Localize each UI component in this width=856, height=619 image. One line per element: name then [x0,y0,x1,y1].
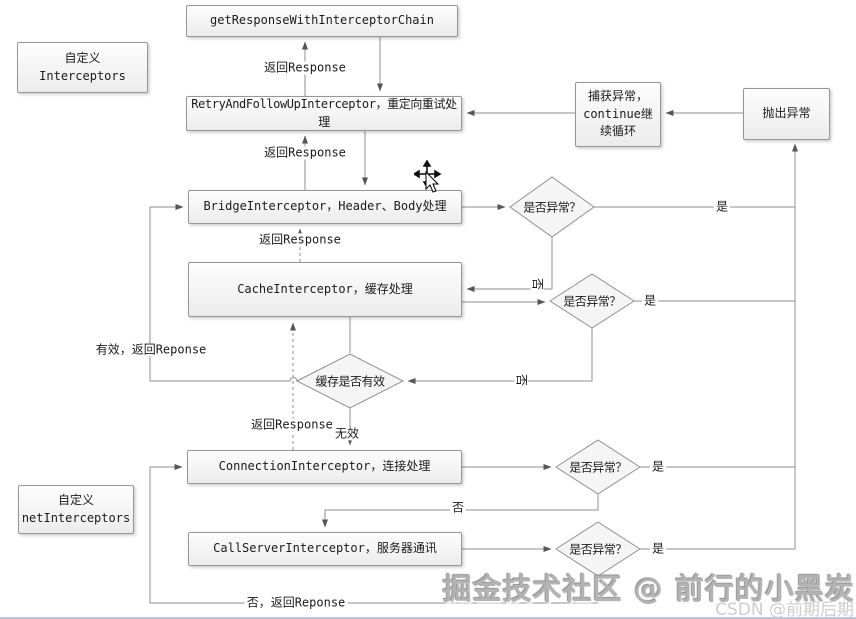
node-bridge-interceptor[interactable]: BridgeInterceptor，Header、Body处理 [188,190,462,224]
edge-label-no-2: 否 [514,371,529,389]
decision-after-callserver-label: 是否异常？ [569,542,627,557]
node-catch-exception-continue-loop[interactable]: 捕获异常， continue继 续循环 [575,82,661,147]
edge-label-yes-3: 是 [649,459,667,474]
edge-label-return-response-2: 返回Response [262,145,348,160]
decision-after-connection-label: 是否异常？ [569,460,627,475]
decision-after-bridge-shape [509,176,595,238]
pointer-arrow-icon [425,170,440,193]
edge-label-yes-1: 是 [713,199,731,214]
decision-after-callserver-shape [555,521,641,577]
move-cursor-icon[interactable] [414,160,444,200]
edge-label-yes-4: 是 [649,541,667,556]
node-get-response-with-interceptor-chain[interactable]: getResponseWithInterceptorChain [186,5,458,37]
watermark-juejin: 掘金技术社区 @ 前行的小黑炭 [442,572,855,606]
edge-label-no-return-response: 否，返回Reponse [244,595,348,610]
decision-after-cache-shape [549,273,635,329]
edge-label-return-response-3: 返回Response [257,232,343,247]
decision-after-bridge-label: 是否异常？ [523,200,581,215]
decision-cache-valid-label: 缓存是否有效 [315,374,385,389]
edge-label-yes-2: 是 [641,293,659,308]
edge-label-no-3: 否 [449,500,467,515]
node-retry-and-followup-interceptor[interactable]: RetryAndFollowUpInterceptor，重定向重试处理 [186,96,462,131]
node-custom-interceptors[interactable]: 自定义Interceptors [17,42,148,93]
edge-label-return-response-1: 返回Response [262,60,348,75]
bottom-blue-strip [0,617,856,619]
edge-label-valid-return-response: 有效，返回Reponse [93,342,209,357]
node-connection-interceptor[interactable]: ConnectionInterceptor，连接处理 [187,450,462,484]
edge-label-return-response-4: 返回Response [249,417,335,432]
decision-after-cache-label: 是否异常？ [563,294,621,309]
node-call-server-interceptor[interactable]: CallServerInterceptor，服务器通讯 [188,532,462,566]
decision-after-connection-shape [555,439,641,495]
edge-label-no-1: 否 [530,275,545,293]
node-custom-net-interceptors[interactable]: 自定义 netInterceptors [18,485,134,534]
edge-label-invalid: 无效 [332,426,362,441]
node-cache-interceptor[interactable]: CacheInterceptor，缓存处理 [188,262,462,317]
watermark-csdn: CSDN @前期后期 [715,600,854,619]
node-throw-exception[interactable]: 抛出异常 [743,88,830,140]
decision-cache-valid-shape [295,353,405,409]
